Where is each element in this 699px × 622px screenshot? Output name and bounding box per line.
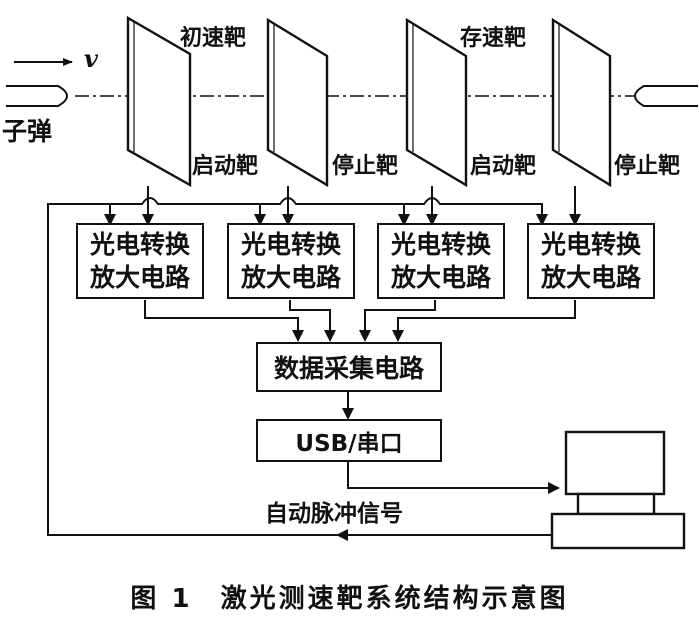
- residual-speed-target-label: 存速靶: [460, 26, 527, 51]
- target-panel-stop-2: [551, 17, 612, 188]
- amplifier-box-4: 光电转换放大电路: [527, 223, 655, 299]
- initial-speed-target-label: 初速靶: [180, 26, 247, 51]
- data-acquisition-box: 数据采集电路: [256, 342, 442, 392]
- bullet-icon-left: [6, 85, 68, 107]
- usb-serial-box: USB/串口: [256, 419, 442, 462]
- target-panel-start-1: [126, 15, 192, 188]
- bullet-icon-right: [634, 85, 698, 107]
- amplifier-box-1: 光电转换放大电路: [76, 223, 204, 299]
- bullet-label: 子弹: [2, 117, 53, 146]
- velocity-symbol: v: [84, 44, 98, 73]
- auto-pulse-label: 自动脉冲信号: [265, 501, 403, 527]
- amplifier-box-3: 光电转换放大电路: [377, 223, 505, 299]
- amplifier-box-2: 光电转换放大电路: [227, 223, 355, 299]
- figure-title: 激光测速靶系统结构示意图: [220, 584, 569, 614]
- stop-target-label-2: 停止靶: [614, 154, 681, 179]
- figure-caption: 图 1 激光测速靶系统结构示意图: [0, 578, 699, 615]
- target-panel-stop-1: [266, 17, 329, 188]
- start-target-label-2: 启动靶: [470, 154, 537, 179]
- stop-target-label-1: 停止靶: [332, 154, 399, 179]
- figure-number: 图 1: [130, 584, 193, 614]
- computer-icon: [550, 430, 686, 550]
- target-panel-start-2: [405, 17, 468, 188]
- start-target-label-1: 启动靶: [192, 154, 259, 179]
